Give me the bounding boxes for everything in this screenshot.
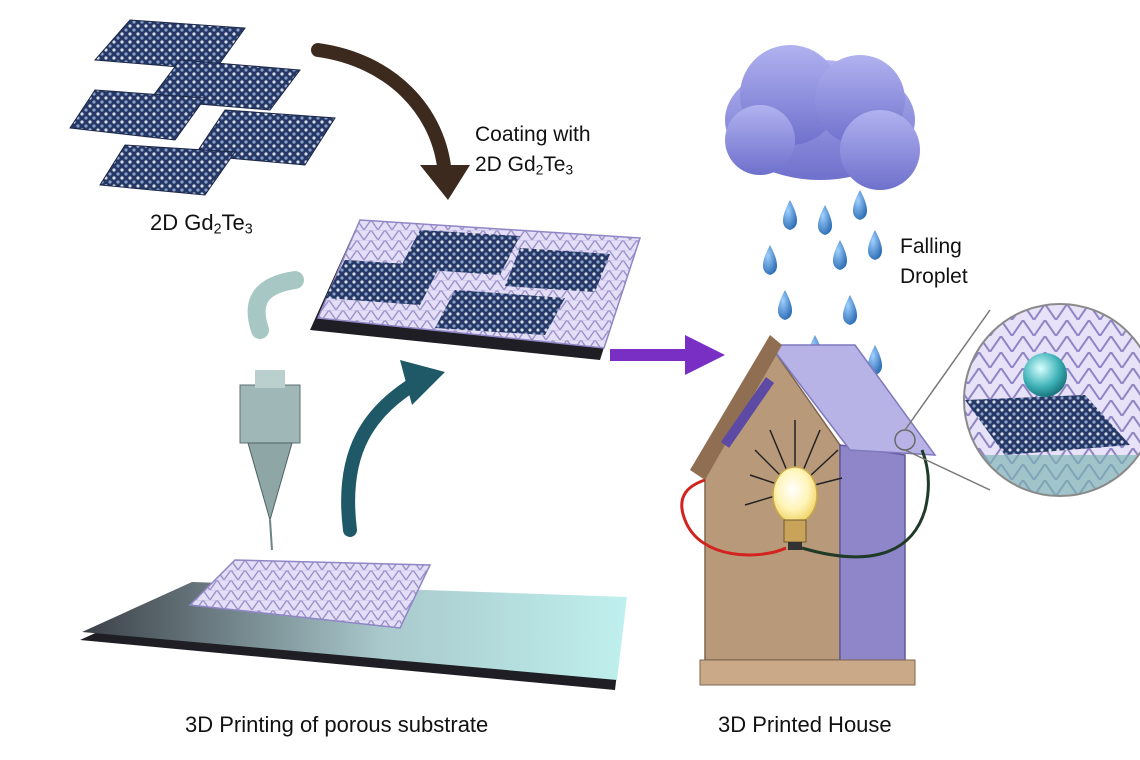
droplet-label: Falling Droplet (900, 232, 968, 292)
magnified-inset (904, 303, 1140, 497)
light-bulb (680, 420, 930, 559)
coating-arrowhead (420, 165, 470, 200)
printed-house (690, 335, 937, 686)
raindrop (853, 190, 867, 220)
droplet-label-line2: Droplet (900, 265, 968, 288)
raindrop (868, 230, 882, 260)
material-label-sub1: 2 (213, 221, 222, 238)
house-caption: 3D Printed House (718, 712, 892, 737)
material-label-prefix: 2D Gd (150, 210, 214, 235)
rain-cloud (725, 45, 920, 190)
coating-label-line2: 2D Gd2Te3 (475, 150, 591, 185)
raindrop (778, 290, 792, 320)
coating-label: Coating with 2D Gd2Te3 (475, 120, 591, 185)
coating-label-mid: Te (543, 153, 566, 176)
raindrop (833, 240, 847, 270)
coating-label-sub1: 2 (535, 162, 544, 178)
raindrop (783, 200, 797, 230)
material-label-sub2: 3 (244, 221, 253, 238)
material-label: 2D Gd2Te3 (150, 210, 253, 238)
droplet-label-line1: Falling (900, 235, 962, 258)
material-label-mid: Te (221, 210, 245, 235)
printing-arrow (341, 373, 427, 537)
coating-label-line1: Coating with (475, 123, 591, 146)
coated-substrate (310, 219, 642, 360)
coating-label-sub2: 3 (565, 162, 574, 178)
raindrop (843, 295, 857, 325)
raindrop (818, 205, 832, 235)
raindrop (763, 245, 777, 275)
printing-caption: 3D Printing of porous substrate (185, 712, 489, 737)
printer-nozzle (239, 271, 304, 551)
to-house-arrowhead (685, 335, 725, 375)
printing-arrowhead (400, 360, 445, 405)
coating-label-prefix: 2D Gd (475, 153, 536, 176)
printing-plate (80, 559, 627, 690)
gd2te3-flakes (69, 19, 336, 196)
coating-arrow (311, 43, 452, 182)
